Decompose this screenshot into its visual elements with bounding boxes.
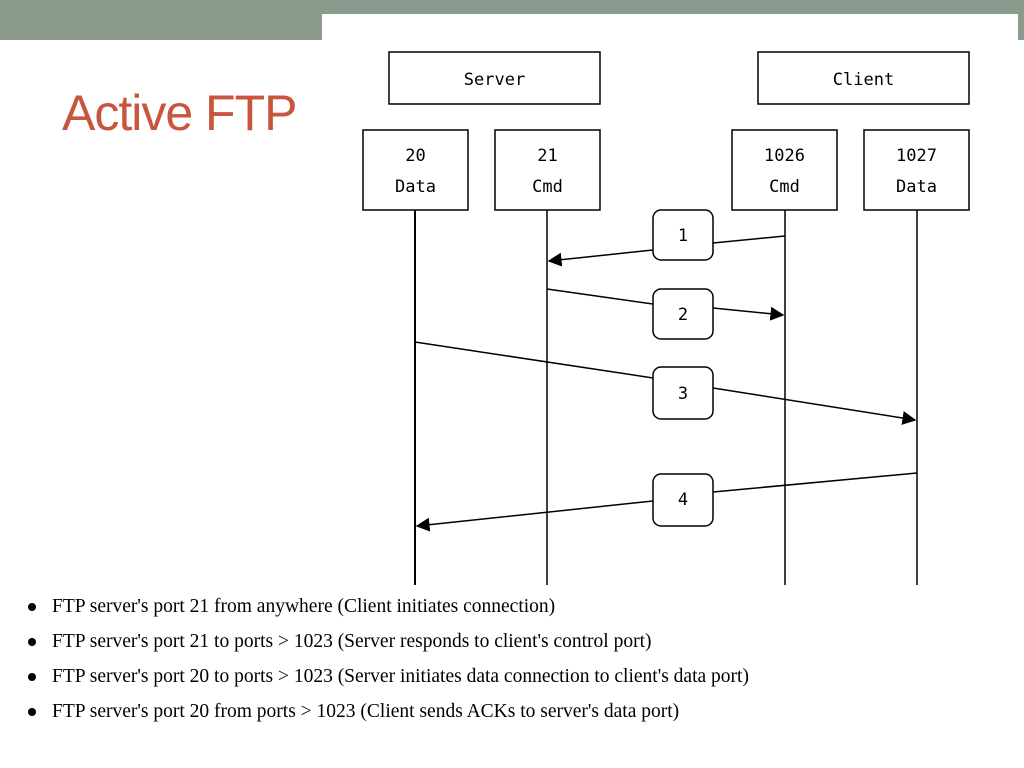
group-client-label: Client <box>833 70 894 90</box>
group-server: Server <box>388 51 601 105</box>
message-3-arrow: 3 <box>414 341 917 425</box>
step-label: 1 <box>678 226 688 246</box>
message-1-arrow: 1 <box>547 209 786 267</box>
port-label: Cmd <box>532 177 563 197</box>
port-21-cmd: 21 Cmd <box>494 129 601 211</box>
step-label: 3 <box>678 384 688 404</box>
port-number: 21 <box>537 146 557 166</box>
port-label: Data <box>395 177 436 197</box>
port-number: 1026 <box>764 146 805 166</box>
bullet-icon <box>28 708 36 716</box>
port-label: Cmd <box>769 177 800 197</box>
step-label: 2 <box>678 305 688 325</box>
list-item: FTP server's port 20 from ports > 1023 (… <box>24 699 1019 734</box>
group-server-label: Server <box>464 70 525 90</box>
bullet-icon <box>28 673 36 681</box>
message-4-arrow: 4 <box>415 472 918 532</box>
port-20-data: 20 Data <box>362 129 469 211</box>
list-item: FTP server's port 21 from anywhere (Clie… <box>24 594 1019 629</box>
list-item: FTP server's port 21 to ports > 1023 (Se… <box>24 629 1019 664</box>
port-number: 1027 <box>896 146 937 166</box>
list-item: FTP server's port 20 to ports > 1023 (Se… <box>24 664 1019 699</box>
list-item-text: FTP server's port 20 from ports > 1023 (… <box>52 701 680 722</box>
list-item-text: FTP server's port 21 from anywhere (Clie… <box>52 596 556 617</box>
port-1026-cmd: 1026 Cmd <box>731 129 838 211</box>
list-item-text: FTP server's port 21 to ports > 1023 (Se… <box>52 631 652 652</box>
rules-list: FTP server's port 21 from anywhere (Clie… <box>24 594 1019 734</box>
group-client: Client <box>757 51 970 105</box>
port-label: Data <box>896 177 937 197</box>
page-title: Active FTP <box>62 85 297 141</box>
port-number: 20 <box>405 146 425 166</box>
port-1027-data: 1027 Data <box>863 129 970 211</box>
bullet-icon <box>28 603 36 611</box>
message-2-arrow: 2 <box>546 288 785 340</box>
bullet-icon <box>28 638 36 646</box>
list-item-text: FTP server's port 20 to ports > 1023 (Se… <box>52 666 749 687</box>
step-label: 4 <box>678 490 688 510</box>
